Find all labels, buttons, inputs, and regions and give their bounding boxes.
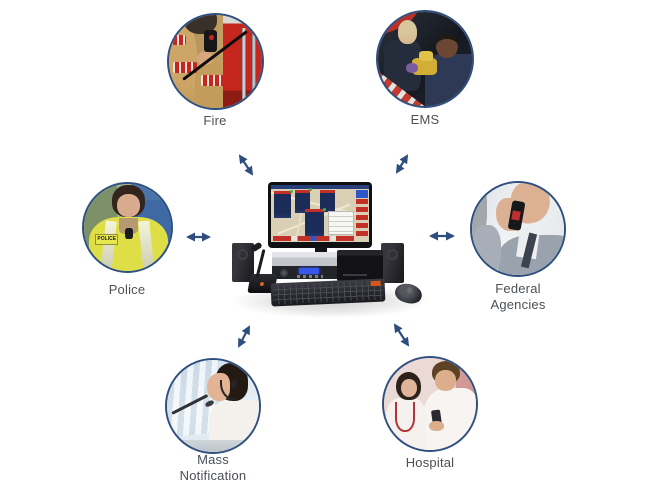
- dispatch-panel: [305, 208, 324, 238]
- mass-notification-photo: [165, 358, 261, 454]
- radio-console-unit: [272, 252, 342, 279]
- arrow-hospital-center: [393, 323, 410, 347]
- police-label: Police: [108, 282, 146, 297]
- dispatch-panel: [320, 189, 335, 213]
- headset-boom: [220, 380, 237, 400]
- keyboard-orange-tag: [370, 280, 381, 287]
- radio-red-accent: [510, 209, 521, 221]
- federal-agencies-label: Federal Agencies: [490, 281, 546, 312]
- status-dot: [289, 189, 293, 193]
- desk-edge: [167, 440, 259, 452]
- radio-mic-shape: [124, 228, 133, 239]
- pc-unit: [337, 250, 383, 281]
- console-blue-display: [299, 268, 319, 274]
- reflective-band: [172, 61, 197, 73]
- console-buttons: [297, 275, 323, 278]
- ems-worker-head: [436, 34, 458, 59]
- screen-top-bar: [271, 185, 369, 189]
- officer-face: [117, 193, 140, 218]
- portable-radio-shape: [204, 29, 218, 53]
- ems-label: EMS: [410, 112, 440, 127]
- headset-earpiece: [231, 380, 237, 388]
- fire-gear-shape: [183, 15, 218, 34]
- medical-equipment-shape: [419, 51, 433, 61]
- arrow-fire-center: [238, 154, 254, 176]
- sidebar-button-column: [356, 199, 369, 236]
- dispatch-panel: [294, 189, 311, 214]
- vest-police-text: POLICE: [95, 233, 119, 246]
- radio-button-dot: [208, 34, 214, 41]
- federal-agencies-photo: [470, 181, 566, 277]
- medical-equipment-shape: [411, 58, 438, 75]
- status-dot: [322, 207, 326, 211]
- hospital-photo: [382, 356, 478, 452]
- sidebar-blue-box: [356, 189, 369, 198]
- popup-panel: [327, 211, 355, 236]
- nurse-face: [434, 369, 456, 392]
- reflective-band: [170, 35, 186, 45]
- hand-shape: [429, 420, 444, 431]
- fire-label: Fire: [203, 113, 227, 128]
- officer-shirt: [118, 217, 138, 234]
- police-photo: POLICE: [82, 182, 173, 273]
- ems-worker-head: [397, 20, 418, 44]
- nurse-figure: [422, 388, 476, 450]
- stethoscope-shape: [395, 402, 416, 432]
- suit-sleeve: [472, 225, 502, 275]
- bottom-button-row: [272, 235, 355, 241]
- arrow-ems-center: [395, 154, 409, 174]
- monitor-stand: [315, 247, 327, 256]
- fire-photo: [167, 13, 264, 110]
- mass-notification-label: Mass Notification: [179, 452, 247, 483]
- left-speaker: [232, 243, 254, 282]
- fire-truck-pipe: [242, 28, 247, 105]
- right-speaker: [381, 243, 404, 283]
- arrow-mass-center: [238, 325, 250, 348]
- ems-photo: [376, 10, 474, 108]
- fire-truck-pipe: [251, 33, 256, 105]
- status-dot: [309, 188, 313, 192]
- glove-shape: [406, 62, 419, 74]
- reflective-band: [200, 74, 225, 86]
- dispatch-panel: [273, 190, 291, 219]
- nurse-face: [401, 379, 418, 397]
- monitor-screen-dispatch-software: [271, 185, 369, 242]
- console-knob: [280, 269, 288, 277]
- hospital-label: Hospital: [405, 455, 455, 470]
- background-blur-shape: [472, 183, 487, 239]
